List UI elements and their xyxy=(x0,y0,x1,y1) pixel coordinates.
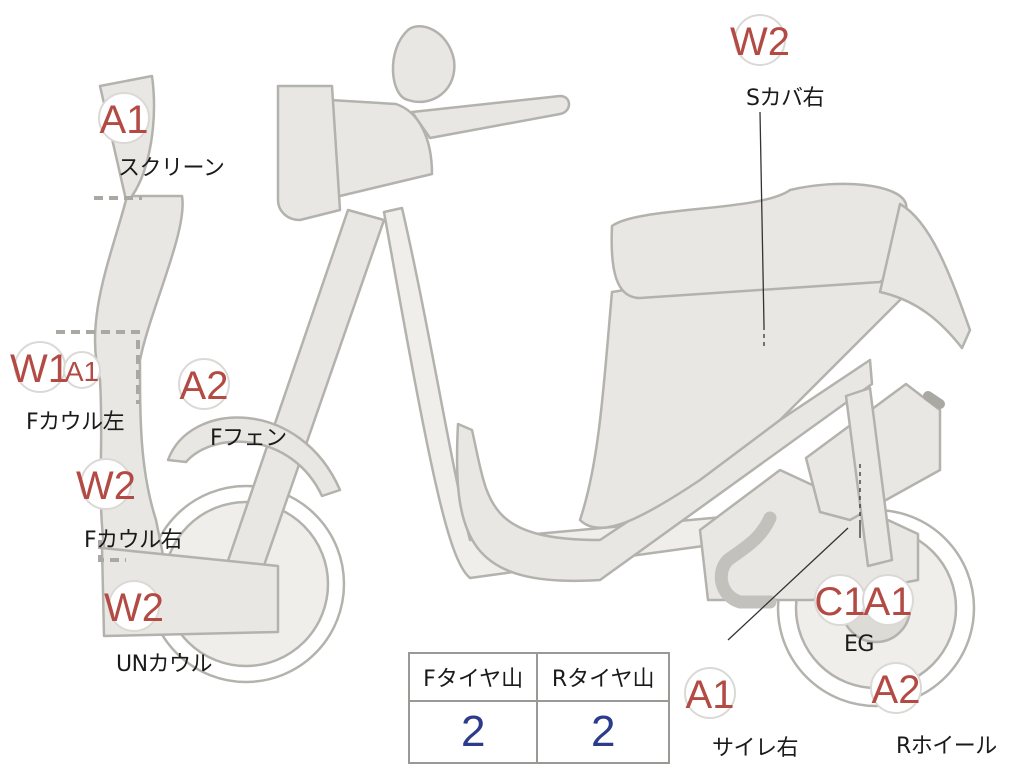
label-screen: スクリーン xyxy=(118,156,225,181)
label-muffler-right: サイレ右 xyxy=(712,736,799,761)
front-tread-value: 2 xyxy=(407,700,539,764)
label-ffender: Fフェン xyxy=(210,426,287,451)
front-tread-header: Fタイヤ山 xyxy=(407,652,539,702)
leader-scover xyxy=(759,111,765,327)
handle-cover[interactable] xyxy=(318,98,434,198)
leader-muffler xyxy=(727,527,849,641)
svg-text:A1: A1 xyxy=(65,356,99,387)
label-fcowl-right: Fカウル右 xyxy=(84,528,183,553)
tread-value-row: 2 2 xyxy=(407,700,670,764)
label-engine: EG xyxy=(844,632,874,657)
frame-rail[interactable] xyxy=(455,358,874,583)
badge-under-cowl: W2 xyxy=(104,580,164,632)
badge-engine-c1: C1 xyxy=(814,574,866,626)
front-cowl[interactable] xyxy=(93,74,184,562)
badge-scover-right: W2 xyxy=(730,14,790,66)
svg-text:A1: A1 xyxy=(100,98,149,142)
rear-tread-value: 2 xyxy=(536,700,670,764)
svg-text:A1: A1 xyxy=(686,673,735,717)
label-under-cowl: UNカウル xyxy=(116,652,213,677)
zone-under-cowl-boundary xyxy=(98,540,126,562)
badge-screen: A1 xyxy=(98,92,150,144)
tread-header-row: Fタイヤ山 Rタイヤ山 xyxy=(407,652,670,702)
rear-shock[interactable] xyxy=(844,386,894,568)
svg-text:W2: W2 xyxy=(730,20,790,64)
badge-engine-a1: A1 xyxy=(862,574,914,626)
badge-muffler-right: A1 xyxy=(684,667,736,719)
svg-text:W1: W1 xyxy=(10,347,70,391)
svg-text:W2: W2 xyxy=(104,586,164,630)
front-fender[interactable] xyxy=(166,416,342,498)
zone-fcowl-left-boundary xyxy=(56,330,140,404)
svg-text:A2: A2 xyxy=(180,364,229,408)
exhaust-pipe xyxy=(714,511,777,609)
handlebar[interactable] xyxy=(410,94,571,140)
svg-text:A2: A2 xyxy=(872,668,921,712)
label-fcowl-left: Fカウル左 xyxy=(26,410,125,435)
badge-ffender: A2 xyxy=(178,358,230,410)
svg-text:W2: W2 xyxy=(76,464,136,508)
svg-text:C1: C1 xyxy=(814,580,865,624)
svg-text:A1: A1 xyxy=(864,580,913,624)
badge-fcowl-right: W2 xyxy=(76,458,136,510)
mirror[interactable] xyxy=(391,25,456,104)
badge-rwheel: A2 xyxy=(870,662,922,714)
label-rwheel: Rホイール xyxy=(896,734,997,759)
side-cover-right[interactable] xyxy=(578,248,932,529)
swing-arm[interactable] xyxy=(698,468,920,602)
seat[interactable] xyxy=(610,182,909,300)
rear-tread-header: Rタイヤ山 xyxy=(536,652,670,702)
badge-fcowl-left-a1: A1 xyxy=(63,351,101,389)
tail[interactable] xyxy=(878,202,972,350)
badge-fcowl-left-w1: W1 xyxy=(10,341,70,393)
tire-tread-table: Fタイヤ山 Rタイヤ山 2 2 xyxy=(407,652,670,764)
headlight[interactable] xyxy=(276,84,342,222)
label-scover-right: Sカバ右 xyxy=(746,86,824,111)
